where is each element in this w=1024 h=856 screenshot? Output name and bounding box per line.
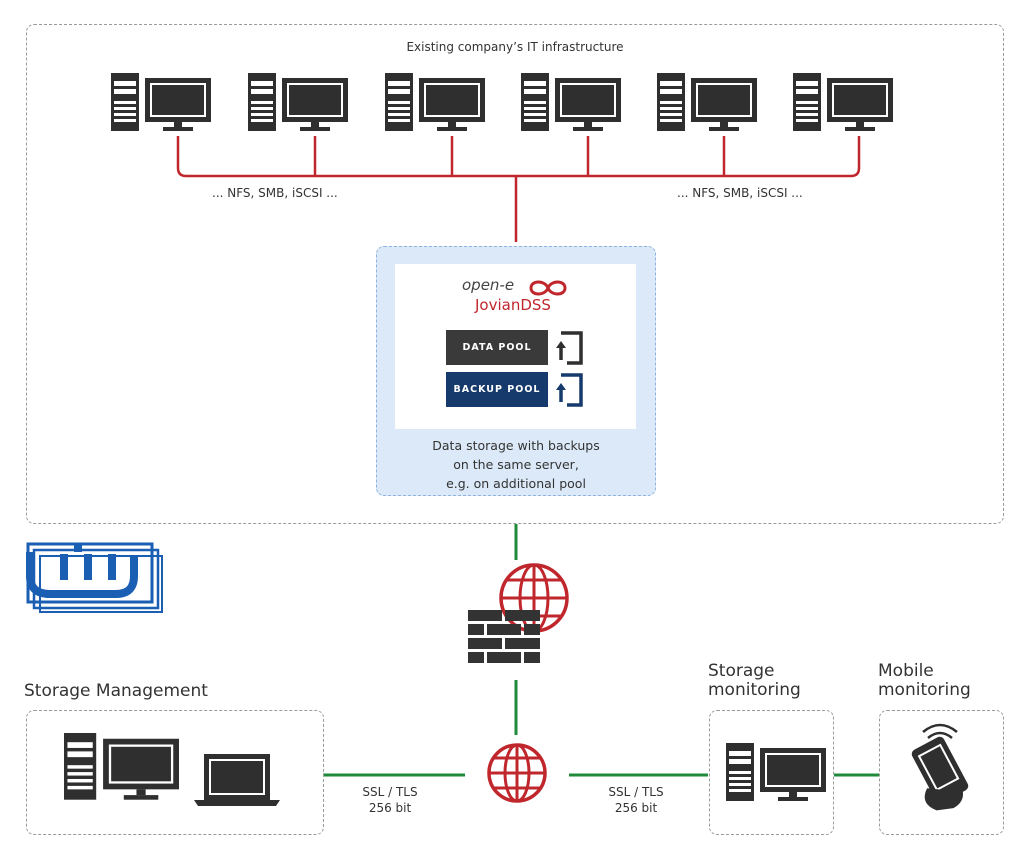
mobile-monitoring-box [879, 710, 1004, 835]
protocols-right-label: ... NFS, SMB, iSCSI ... [677, 186, 803, 200]
mobile-monitoring-title-line1: Mobile [878, 661, 934, 681]
workstation-3 [385, 73, 485, 131]
backup-pool-sync-icon [556, 373, 583, 407]
globe-icon [487, 743, 547, 803]
appliance-caption-line1: Data storage with backups [432, 438, 600, 453]
storage-monitoring-title-line1: Storage [708, 661, 775, 681]
watermark-logo [26, 542, 163, 613]
management-box [26, 710, 324, 835]
brand-logo: open-e JovianDSS [455, 276, 585, 316]
backup-pool: BACKUP POOL [446, 372, 548, 407]
infinity-logo-icon [529, 280, 567, 296]
data-pool-sync-icon [556, 331, 583, 365]
appliance-caption-line3: e.g. on additional pool [446, 476, 586, 491]
mobile-monitoring-title: Mobile monitoring [878, 662, 971, 700]
storage-monitoring-title: Storage monitoring [708, 662, 801, 700]
management-link-line2: 256 bit [368, 801, 412, 815]
brand-joviandss: JovianDSS [475, 296, 551, 314]
workstation-2 [248, 73, 348, 131]
workstation-5 [657, 73, 757, 131]
signal-waves-icon [922, 723, 958, 739]
infrastructure-title: Existing company’s IT infrastructure [406, 40, 624, 54]
workstation-1 [111, 73, 211, 131]
laptop-icon [194, 754, 280, 806]
workstation-4 [521, 73, 621, 131]
data-pool: DATA POOL [446, 330, 548, 365]
storage-monitoring-title-line2: monitoring [708, 680, 801, 700]
storage-monitoring-link-label: SSL / TLS 256 bit [596, 784, 676, 816]
firewall-icon [468, 563, 569, 663]
appliance-caption-line2: on the same server, [453, 457, 579, 472]
protocols-left-label: ... NFS, SMB, iSCSI ... [212, 186, 338, 200]
management-link-label: SSL / TLS 256 bit [350, 784, 430, 816]
storage-monitoring-link-line1: SSL / TLS [608, 785, 664, 799]
infrastructure-box [26, 24, 1004, 524]
lan-links [176, 136, 861, 242]
mobile-phone-icon [911, 736, 969, 811]
storage-monitoring-box [709, 710, 834, 835]
storage-monitoring-link-line2: 256 bit [614, 801, 658, 815]
workstation-6 [793, 73, 893, 131]
management-title: Storage Management [24, 681, 208, 701]
wan-links [323, 524, 880, 777]
mobile-monitoring-title-line2: monitoring [878, 680, 971, 700]
management-link-line1: SSL / TLS [362, 785, 418, 799]
appliance-caption: Data storage with backups on the same se… [378, 436, 654, 493]
brand-open-e: open-e [462, 276, 515, 294]
